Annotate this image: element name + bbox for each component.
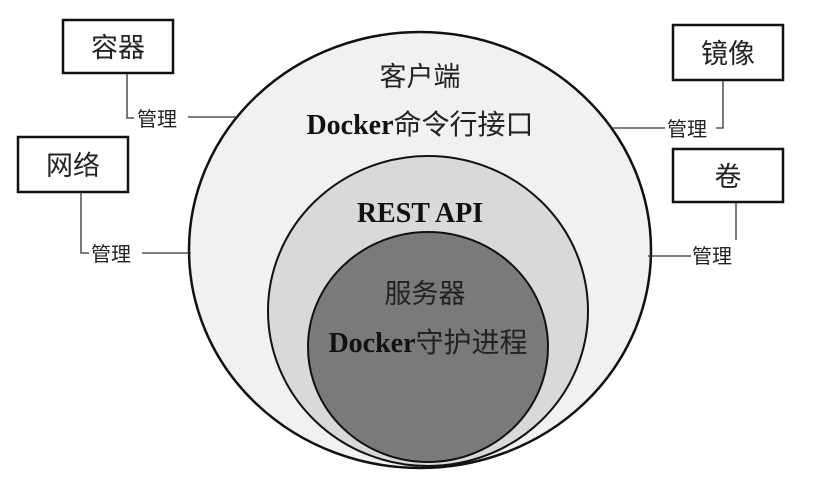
client-subtitle: Docker命令行接口 — [306, 108, 533, 141]
server-subtitle-cn: 守护进程 — [416, 326, 528, 359]
container-label: 容器 — [91, 33, 145, 64]
server-layer-circle — [307, 231, 549, 463]
container-box — [61, 18, 175, 75]
client-subtitle-cn: 命令行接口 — [394, 108, 534, 141]
network-node: 网络 管理 — [16, 135, 191, 266]
image-box — [671, 23, 785, 82]
server-subtitle: Docker守护进程 — [328, 326, 527, 359]
volume-label: 卷 — [715, 162, 742, 193]
image-node: 镜像 管理 — [611, 23, 785, 141]
image-connector — [716, 81, 724, 129]
network-box — [16, 135, 130, 194]
rest-api-title: REST API — [357, 198, 483, 229]
network-connector — [80, 193, 89, 254]
image-label: 镜像 — [701, 39, 755, 70]
network-relation-label: 管理 — [91, 242, 131, 266]
image-relation-label: 管理 — [667, 117, 707, 141]
volume-relation-label: 管理 — [692, 244, 732, 268]
volume-box — [671, 147, 785, 204]
volume-node: 卷 管理 — [648, 147, 785, 268]
server-title: 服务器 — [385, 279, 466, 310]
client-subtitle-en: Docker — [306, 110, 393, 141]
server-subtitle-en: Docker — [328, 328, 415, 359]
container-relation-label: 管理 — [137, 107, 177, 131]
container-node: 容器 管理 — [61, 18, 237, 131]
network-label: 网络 — [46, 151, 100, 182]
container-connector — [126, 74, 134, 119]
client-title: 客户端 — [380, 62, 461, 93]
